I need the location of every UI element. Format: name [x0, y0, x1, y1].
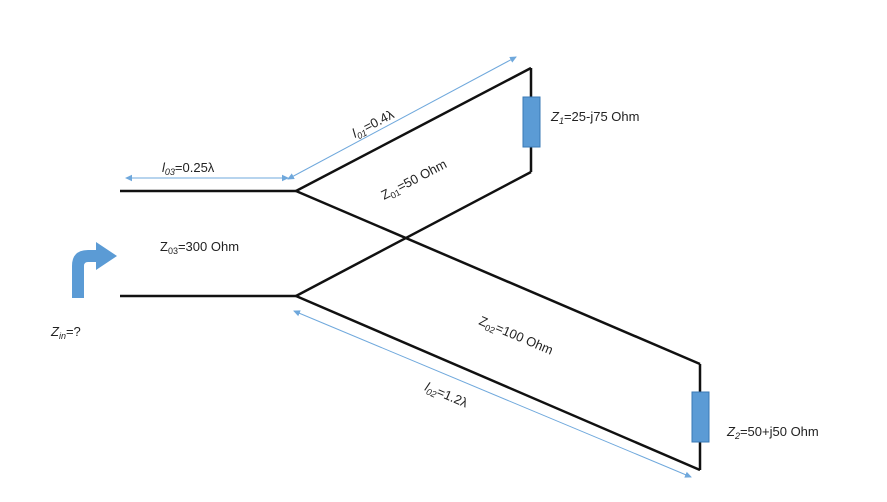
label-l03: l03=0.25λ: [162, 160, 215, 177]
line-z03: [120, 189, 296, 298]
load-z2-resistor: [691, 391, 710, 443]
label-z02: Z02=100 Ohm: [476, 313, 555, 360]
dimension-l01: [287, 56, 517, 180]
dimension-l02: [293, 310, 692, 478]
input-arrow-icon: [72, 242, 117, 298]
label-zin: Zin=?: [50, 324, 81, 341]
label-z2: Z2=50+j50 Ohm: [726, 424, 819, 441]
label-l02: l02=1.2λ: [422, 379, 471, 412]
load-z1-resistor: [522, 96, 541, 148]
label-z03: Z03=300 Ohm: [160, 239, 239, 256]
label-z01: Z01=50 Ohm: [378, 156, 450, 204]
label-z1: Z1=25-j75 Ohm: [550, 109, 639, 126]
